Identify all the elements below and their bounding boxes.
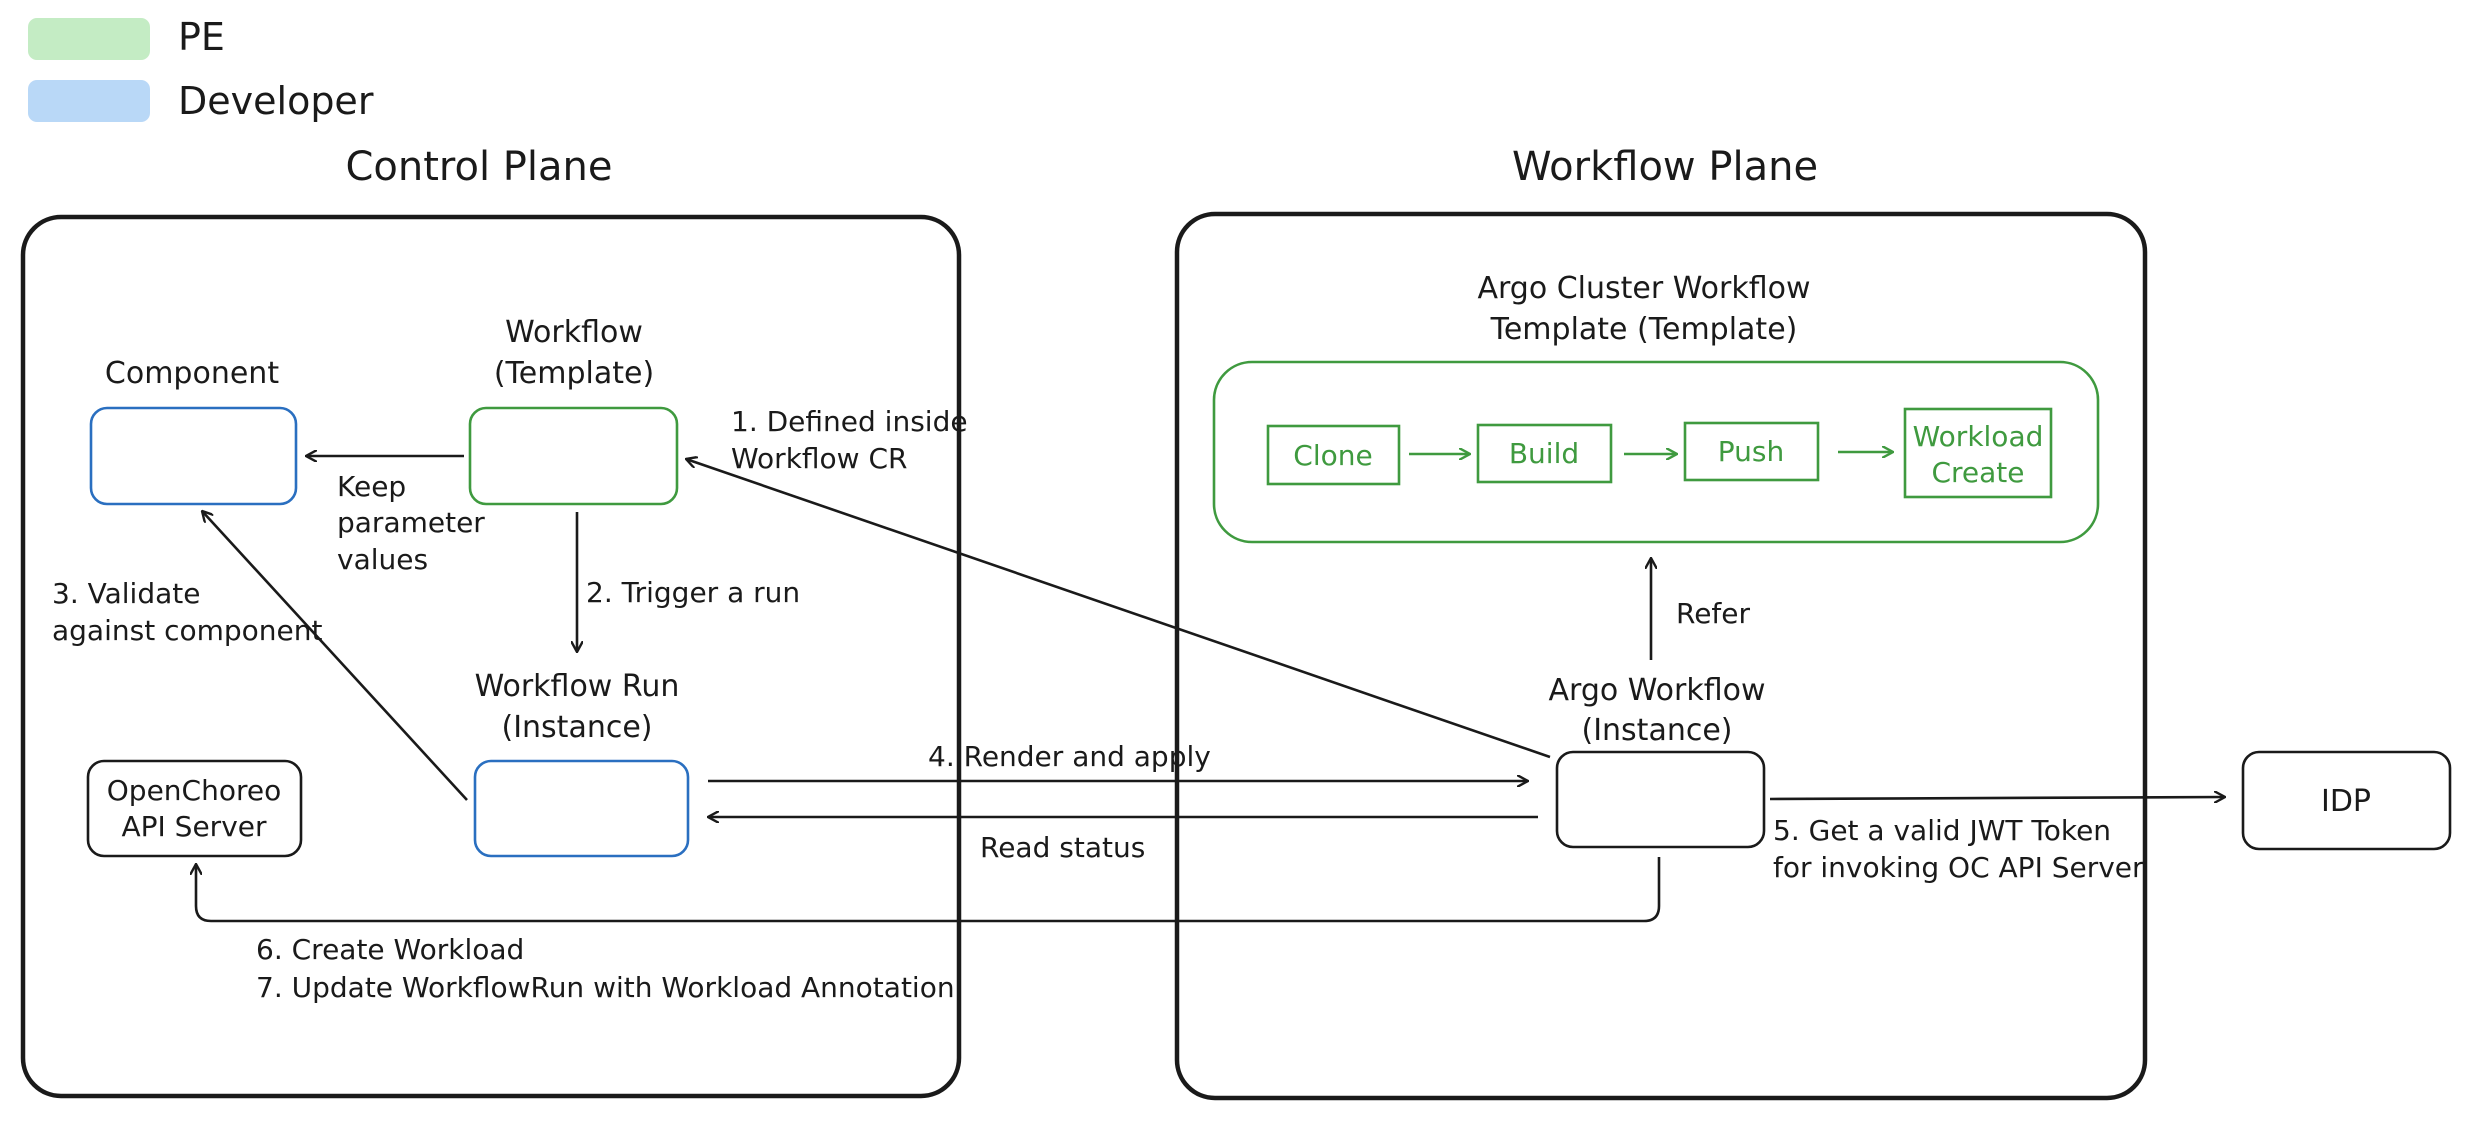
workflow-run-node xyxy=(473,759,690,858)
workflow-plane-container xyxy=(1174,211,2148,1101)
step-clone xyxy=(1266,424,1401,486)
api-server-line2: API Server xyxy=(121,810,267,843)
read-status-label: Read status xyxy=(980,831,1145,864)
edge-create-workload xyxy=(196,857,1661,923)
step-push-label: Push xyxy=(1718,435,1784,468)
keep-params-line3: values xyxy=(337,543,428,576)
edge-defined-inside xyxy=(686,459,1551,759)
api-server-line1: OpenChoreo xyxy=(107,774,281,807)
edge-get-token xyxy=(1769,797,2225,799)
step-workload-create xyxy=(1903,407,2053,499)
get-token-line1: 5. Get a valid JWT Token xyxy=(1773,814,2111,847)
argo-workflow-node xyxy=(1555,750,1766,849)
step-push xyxy=(1683,421,1820,482)
keep-params-line2: parameter xyxy=(337,506,485,539)
argo-template-container xyxy=(1212,360,2100,544)
component-label: Component xyxy=(105,356,279,391)
render-apply-label: 4. Render and apply xyxy=(928,740,1211,773)
step-clone-label: Clone xyxy=(1293,439,1372,472)
get-token-line2: for invoking OC API Server xyxy=(1773,851,2144,884)
create-workload-label: 6. Create Workload xyxy=(256,933,524,966)
trigger-run-label: 2. Trigger a run xyxy=(586,576,800,609)
validate-line2: against component xyxy=(52,614,323,647)
argo-workflow-label-line1: Argo Workflow xyxy=(1548,673,1765,708)
workflow-template-label-line2: (Template) xyxy=(494,356,654,391)
argo-workflow-label-line2: (Instance) xyxy=(1581,713,1732,748)
step-build-label: Build xyxy=(1509,437,1579,470)
update-run-label: 7. Update WorkflowRun with Workload Anno… xyxy=(256,971,955,1004)
refer-label: Refer xyxy=(1676,597,1751,630)
step-build xyxy=(1476,423,1613,484)
keep-params-line1: Keep xyxy=(337,470,406,503)
workflow-run-label-line1: Workflow Run xyxy=(475,669,680,704)
defined-inside-line2: Workflow CR xyxy=(731,442,907,475)
legend-swatch-developer xyxy=(28,80,150,122)
step-workload-line2: Create xyxy=(1931,456,2024,489)
legend-swatch-pe xyxy=(28,18,150,60)
legend-label-pe: PE xyxy=(178,15,225,59)
control-plane-container xyxy=(20,214,962,1099)
defined-inside-line1: 1. Defined inside xyxy=(731,405,968,438)
api-server-node xyxy=(86,759,303,858)
workflow-template-label-line1: Workflow xyxy=(505,315,643,350)
idp-node xyxy=(2241,750,2452,851)
workflow-template-node xyxy=(468,406,679,506)
workflow-run-label-line2: (Instance) xyxy=(501,710,652,745)
legend: PE Developer xyxy=(28,15,374,123)
control-plane-title: Control Plane xyxy=(345,144,612,190)
edge-validate xyxy=(202,511,468,801)
idp-label: IDP xyxy=(2321,784,2371,819)
argo-template-label-line2: Template (Template) xyxy=(1490,312,1798,347)
step-workload-line1: Workload xyxy=(1913,420,2044,453)
workflow-plane-title: Workflow Plane xyxy=(1512,144,1818,190)
legend-label-developer: Developer xyxy=(178,79,374,123)
validate-line1: 3. Validate xyxy=(52,577,200,610)
component-node xyxy=(89,406,298,506)
argo-template-label-line1: Argo Cluster Workflow xyxy=(1477,271,1810,306)
